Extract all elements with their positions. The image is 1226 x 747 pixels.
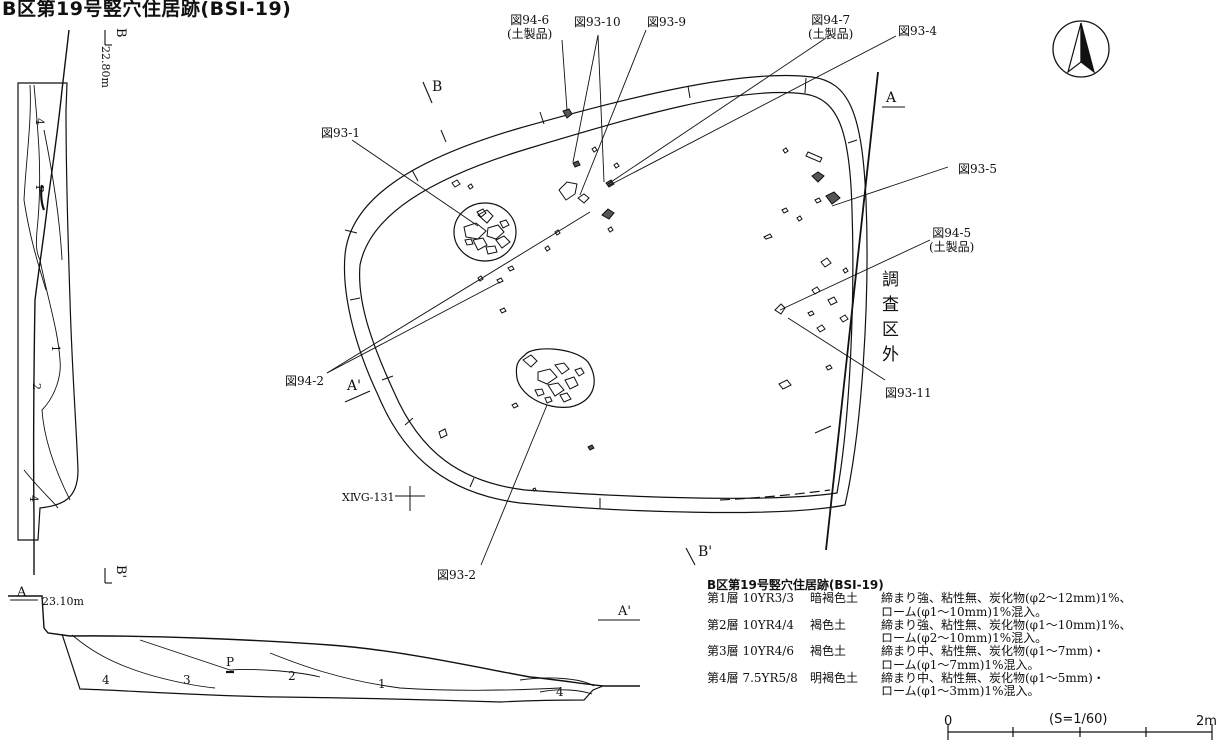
legend-row-continued: ローム(φ1～7mm)1%混入。 bbox=[707, 657, 1131, 672]
pit-outer-wall bbox=[343, 74, 868, 514]
layer-number-4-left: 4 bbox=[102, 673, 110, 687]
legend-layer-name: 第3層 10YR4/6 bbox=[707, 644, 794, 659]
page-title: B区第19号竪穴住居跡(BSI-19) bbox=[2, 0, 292, 20]
section-label-a-prime: A' bbox=[347, 378, 361, 394]
legend-row: 第4層 7.5YR5/8 明褐色土 締まり中、粘性無、炭化物(φ1～5mm)・ bbox=[707, 671, 1131, 686]
scale-ratio: (S=1/60) bbox=[1049, 712, 1108, 727]
callout-fig94-2: 図94-2 bbox=[285, 374, 324, 388]
callout-fig93-1: 図93-1 bbox=[321, 126, 360, 140]
legend-layer-desc-cont: ローム(φ1～7mm)1%混入。 bbox=[881, 657, 1040, 672]
legend-layer-desc: 締まり中、粘性無、炭化物(φ1～5mm)・ bbox=[881, 671, 1105, 686]
section-label-a: A bbox=[886, 90, 897, 106]
layer-number-3: 3 bbox=[183, 673, 191, 687]
callout-fig94-7: 図94-7(土製品) bbox=[808, 13, 854, 41]
legend-layer-desc: 締まり中、粘性無、炭化物(φ1～7mm)・ bbox=[881, 644, 1105, 659]
legend-layer-soil: 暗褐色土 bbox=[810, 591, 859, 606]
section-b-start-label: B bbox=[113, 28, 128, 38]
scattered-finds bbox=[438, 108, 849, 492]
b-layer-number-1: 1 bbox=[49, 345, 62, 352]
section-label-b-prime: B' bbox=[698, 544, 713, 560]
stone-cluster-2 bbox=[522, 354, 585, 404]
leader-lines bbox=[326, 29, 949, 566]
legend-layer-name: 第2層 10YR4/4 bbox=[707, 617, 794, 632]
layer-number-p: P bbox=[226, 655, 234, 669]
section-label-b: B bbox=[432, 79, 443, 95]
callout-fig94-5: 図94-5(土製品) bbox=[929, 226, 975, 254]
callout-fig94-6: 図94-6(土製品) bbox=[507, 13, 553, 41]
callout-fig93-11: 図93-11 bbox=[885, 386, 932, 400]
b-layer-number-4-top: 4 bbox=[33, 118, 46, 125]
scale-end: 2m bbox=[1196, 714, 1217, 729]
legend-layer-soil: 褐色土 bbox=[810, 617, 847, 632]
legend-layer-desc-cont: ローム(φ1～10mm)1%混入。 bbox=[881, 604, 1048, 619]
legend-row: 第2層 10YR4/4 褐色土 締まり強、粘性無、炭化物(φ1～10mm)1%、 bbox=[707, 617, 1132, 632]
legend-layer-desc-cont: ローム(φ2～10mm)1%混入。 bbox=[881, 631, 1048, 646]
section-b-elevation: 22.80m bbox=[99, 46, 112, 88]
grid-point-label: XⅣG-131 bbox=[342, 491, 395, 504]
callout-fig93-4: 図93-4 bbox=[898, 24, 937, 38]
outside-survey-area-label: 調査区外 bbox=[878, 270, 898, 370]
section-marks bbox=[344, 81, 905, 566]
north-arrow-icon bbox=[1052, 20, 1110, 78]
scale-bar bbox=[947, 724, 1213, 740]
legend-row-continued: ローム(φ2～10mm)1%混入。 bbox=[707, 631, 1131, 646]
legend-layer-desc-cont: ローム(φ1～3mm)1%混入。 bbox=[881, 684, 1040, 699]
legend-row-continued: ローム(φ1～10mm)1%混入。 bbox=[707, 604, 1131, 619]
callout-fig93-9: 図93-9 bbox=[647, 15, 686, 29]
legend-layer-desc: 締まり強、粘性無、炭化物(φ1～10mm)1%、 bbox=[881, 617, 1132, 632]
section-b-profile bbox=[17, 29, 112, 584]
pit-inner-wall bbox=[358, 91, 854, 499]
legend-layer-name: 第4層 7.5YR5/8 bbox=[707, 671, 798, 686]
legend-layer-desc: 締まり強、粘性無、炭化物(φ2～12mm)1%、 bbox=[881, 591, 1132, 606]
stone-cluster-1 bbox=[463, 208, 511, 255]
b-layer-number-p: P bbox=[33, 185, 46, 193]
legend-layer-name: 第1層 10YR3/3 bbox=[707, 591, 794, 606]
grid-point-marker bbox=[395, 486, 425, 511]
legend-row: 第1層 10YR3/3 暗褐色土 締まり強、粘性無、炭化物(φ2～12mm)1%… bbox=[707, 591, 1132, 606]
section-a-elevation: 23.10m bbox=[42, 595, 84, 608]
section-b-end-label: B' bbox=[113, 565, 128, 579]
callout-fig93-10: 図93-10 bbox=[574, 15, 621, 29]
section-a-start-label: A bbox=[17, 585, 27, 600]
legend-layer-soil: 褐色土 bbox=[810, 644, 847, 659]
section-a-end-label: A' bbox=[618, 604, 631, 619]
layer-number-2: 2 bbox=[288, 669, 296, 683]
b-layer-number-2: 2 bbox=[30, 383, 43, 390]
b-layer-number-4-bottom: 4 bbox=[27, 495, 40, 502]
layer-legend: B区第19号竪穴住居跡(BSI-19) 第1層 10YR3/3 暗褐色土 締まり… bbox=[707, 578, 1132, 699]
callout-fig93-2: 図93-2 bbox=[437, 568, 476, 582]
callout-fig93-5: 図93-5 bbox=[958, 162, 997, 176]
legend-row-continued: ローム(φ1～3mm)1%混入。 bbox=[707, 684, 1131, 699]
legend-row: 第3層 10YR4/6 褐色土 締まり中、粘性無、炭化物(φ1～7mm)・ bbox=[707, 644, 1131, 659]
section-a-profile bbox=[8, 595, 640, 703]
layer-number-1: 1 bbox=[378, 677, 386, 691]
scale-start: 0 bbox=[944, 714, 953, 729]
layer-number-4-right: 4 bbox=[556, 685, 564, 699]
legend-layer-soil: 明褐色土 bbox=[810, 671, 859, 686]
legend-title: B区第19号竪穴住居跡(BSI-19) bbox=[707, 578, 884, 592]
